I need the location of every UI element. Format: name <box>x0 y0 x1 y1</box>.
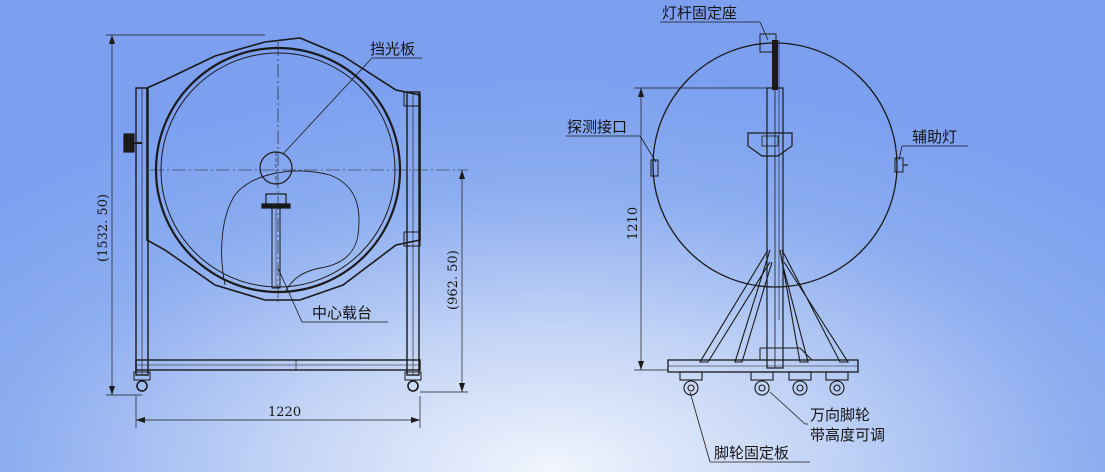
dim-sphere-height <box>634 87 767 371</box>
dim-label-total-height: (1532. 50) <box>96 194 111 262</box>
auxiliary-lamp <box>894 157 904 173</box>
label-caster-line2: 带高度可调 <box>810 426 885 444</box>
dim-total-height <box>106 34 265 396</box>
stage-head <box>265 193 287 205</box>
tripod-legs <box>699 249 850 363</box>
housing-outline <box>146 37 421 301</box>
leader-baffle <box>282 57 422 155</box>
detector-port <box>650 159 659 177</box>
leader-center-stage <box>277 267 388 323</box>
label-caster-plate: 脚轮固定板 <box>714 444 789 462</box>
side-casters <box>679 371 849 396</box>
side-handle <box>123 133 135 153</box>
leaders-side <box>566 21 968 463</box>
label-baffle: 挡光板 <box>370 40 415 58</box>
dim-label-base-width: 1220 <box>268 405 301 420</box>
front-view <box>106 34 468 428</box>
front-casters <box>133 371 422 392</box>
pole-clamp <box>747 132 793 157</box>
baffle-contour <box>221 170 360 293</box>
label-auxiliary-lamp: 辅助灯 <box>912 128 957 146</box>
label-detector-port: 探测接口 <box>567 118 627 136</box>
label-caster-line1: 万向脚轮 <box>810 406 870 424</box>
side-view <box>566 21 968 463</box>
dim-center-height <box>420 170 468 393</box>
dim-base-width <box>135 396 421 428</box>
label-center-stage: 中心载台 <box>312 304 372 322</box>
dim-label-center-height: (962. 50) <box>446 250 461 310</box>
dim-label-sphere-height: 1210 <box>626 207 641 240</box>
label-lamp-pole-mount: 灯杆固定座 <box>662 4 737 22</box>
